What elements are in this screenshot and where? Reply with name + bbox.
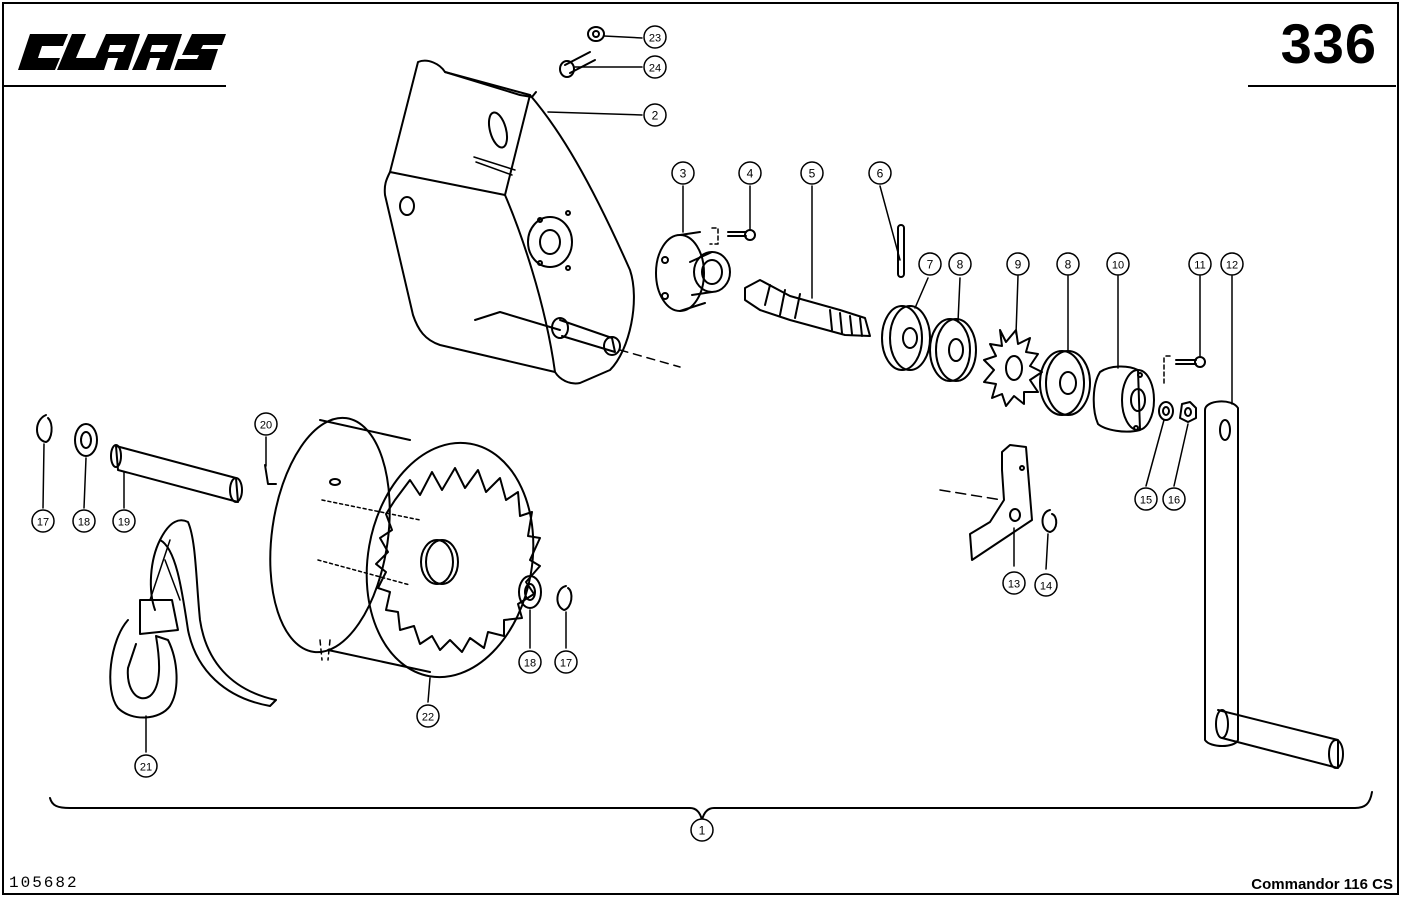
winch-bracket-drawing <box>383 59 681 385</box>
cable-drum-drawing <box>269 416 541 679</box>
callout-number: 16 <box>1168 495 1180 507</box>
callout-number: 21 <box>140 762 152 774</box>
callout-13-pawl: 13 <box>1002 571 1026 595</box>
callout-number: 18 <box>78 517 90 529</box>
axle-drawing <box>110 444 243 503</box>
callout-14-circlip: 14 <box>1034 573 1058 597</box>
washer-18b-drawing <box>518 575 542 609</box>
model-name: Commandor 116 CS <box>1251 876 1393 893</box>
callout-10-hub: 10 <box>1106 252 1130 276</box>
callout-16-nut: 16 <box>1162 487 1186 511</box>
callout-number: 23 <box>649 33 661 45</box>
circlip-14-drawing <box>1041 509 1058 533</box>
callout-number: 13 <box>1008 579 1020 591</box>
callout-number: 8 <box>1065 258 1072 272</box>
callout-number: 7 <box>927 258 934 272</box>
page-number: 336 <box>1280 12 1377 75</box>
washer-18a-drawing <box>74 423 98 457</box>
screw-4-drawing <box>709 227 756 245</box>
callout-24-bolt: 24 <box>643 55 667 79</box>
callout-number: 2 <box>652 109 659 123</box>
callout-21-hook-with-strap: 21 <box>134 754 158 778</box>
callout-11-screw: 11 <box>1188 252 1212 276</box>
callout-number: 17 <box>560 658 572 670</box>
callout-2-winch-bracket: 2 <box>643 103 667 127</box>
washer-8a-drawing <box>929 318 977 382</box>
callout-number: 10 <box>1112 260 1124 272</box>
pawl-drawing <box>939 444 1033 561</box>
screw-11-drawing <box>1163 355 1206 387</box>
callout-number: 18 <box>524 658 536 670</box>
callout-12-crank-handle: 12 <box>1220 252 1244 276</box>
crank-handle-drawing <box>1204 400 1344 769</box>
callout-number: 19 <box>118 517 130 529</box>
callout-number: 17 <box>37 517 49 529</box>
bolt-and-washer-drawing <box>559 26 605 78</box>
callout-7-thick-washer: 7 <box>918 252 942 276</box>
washer-8b-drawing <box>1039 350 1091 416</box>
flanged-bushing-drawing <box>655 231 731 312</box>
callout-18-washer: 18 <box>518 650 542 674</box>
callout-23-washer: 23 <box>643 25 667 49</box>
callout-number: 20 <box>260 420 272 432</box>
callout-19-axle: 19 <box>112 509 136 533</box>
drive-shaft-drawing <box>744 279 871 337</box>
callout-4-screw: 4 <box>738 161 762 185</box>
hub-drawing <box>1092 365 1155 433</box>
callout-number: 15 <box>1140 495 1152 507</box>
nut-16-drawing <box>1179 401 1197 423</box>
callout-20-pin: 20 <box>254 412 278 436</box>
header-rule-right <box>1248 85 1396 87</box>
thick-washer-drawing <box>881 305 931 371</box>
callout-3-flanged-bushing: 3 <box>671 161 695 185</box>
callout-18-washer: 18 <box>72 509 96 533</box>
washer-15-drawing <box>1158 401 1174 421</box>
header-rule-left <box>4 85 226 87</box>
circlip-17a-drawing <box>36 414 53 443</box>
hook-with-strap-drawing <box>109 519 277 719</box>
leader-lines <box>42 35 1233 753</box>
callout-8-washer: 8 <box>1056 252 1080 276</box>
callout-17-circlip: 17 <box>31 509 55 533</box>
callout-5-drive-shaft: 5 <box>800 161 824 185</box>
callout-6-pin: 6 <box>868 161 892 185</box>
callout-number: 11 <box>1194 260 1205 272</box>
callout-number: 12 <box>1226 260 1238 272</box>
assembly-brace-line <box>49 791 1373 821</box>
callout-17-circlip: 17 <box>554 650 578 674</box>
ratchet-gear-drawing <box>983 329 1043 407</box>
callout-number: 4 <box>747 167 754 181</box>
callout-8-washer: 8 <box>948 252 972 276</box>
callout-22-cable-drum: 22 <box>416 704 440 728</box>
callout-1-complete-winch-assembly: 1 <box>690 818 714 842</box>
callout-number: 1 <box>699 824 706 838</box>
callout-number: 8 <box>957 258 964 272</box>
callout-number: 14 <box>1040 581 1052 593</box>
callout-9-ratchet-gear: 9 <box>1006 252 1030 276</box>
callout-number: 24 <box>649 63 661 75</box>
pin-20-drawing <box>264 464 277 485</box>
circlip-17b-drawing <box>556 585 573 611</box>
callout-number: 6 <box>877 167 884 181</box>
callout-number: 22 <box>422 712 434 724</box>
drawing-number: 105682 <box>9 874 79 892</box>
callout-number: 5 <box>809 167 816 181</box>
claas-logo <box>18 34 226 70</box>
callout-15-washer: 15 <box>1134 487 1158 511</box>
callout-number: 9 <box>1015 258 1022 272</box>
pin-6-drawing <box>897 224 905 278</box>
callout-number: 3 <box>680 167 687 181</box>
